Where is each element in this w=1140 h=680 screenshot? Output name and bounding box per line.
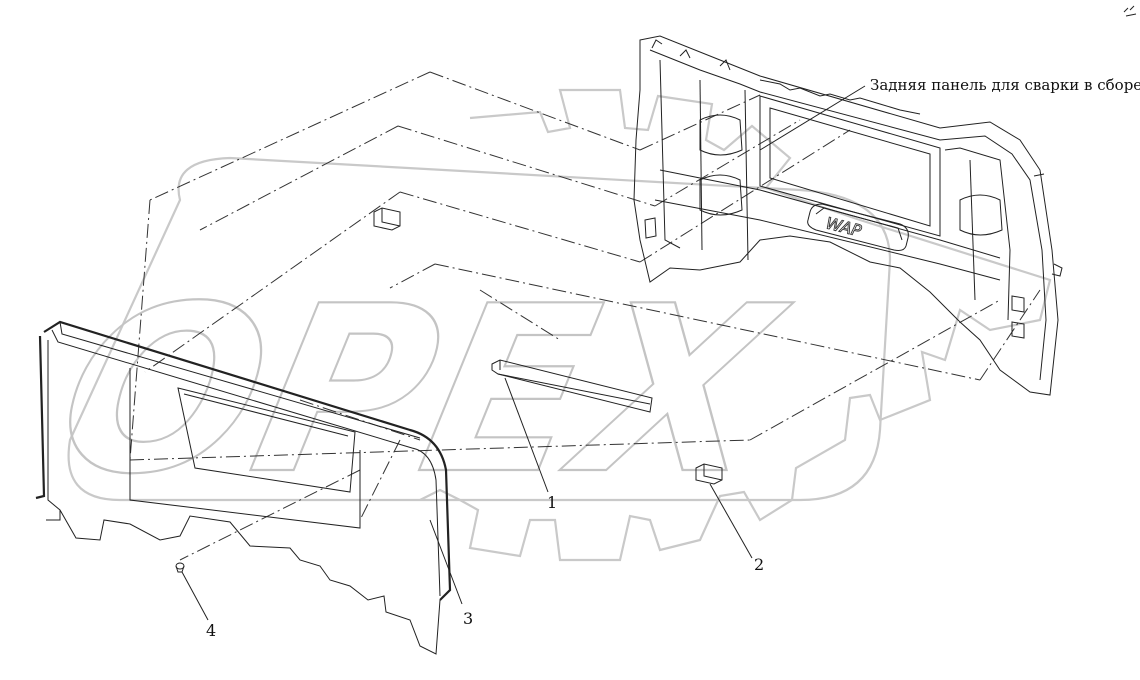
callout-4: 4 (206, 621, 216, 640)
watermark-oval (67, 156, 892, 502)
part-1-bar (491, 359, 653, 413)
watermark-gear-outline (419, 88, 1052, 562)
leader-lines (181, 85, 866, 621)
upper-pad (373, 207, 401, 231)
part-3-liner-panel (35, 320, 452, 655)
corner-mark (1123, 5, 1137, 17)
callout-1: 1 (547, 493, 557, 512)
assembly-label: Задняя панель для сварки в сборе (870, 76, 1140, 94)
watermark: OPEX (37, 88, 1052, 562)
rear-panel-weld-assembly: WAP (633, 35, 1063, 396)
panel-emblem-frame (807, 203, 909, 251)
part-4-clip (175, 562, 185, 573)
part-2-pad (695, 463, 723, 485)
watermark-text: OPEX (39, 256, 804, 524)
callout-2: 2 (754, 555, 764, 574)
callout-3: 3 (463, 609, 473, 628)
